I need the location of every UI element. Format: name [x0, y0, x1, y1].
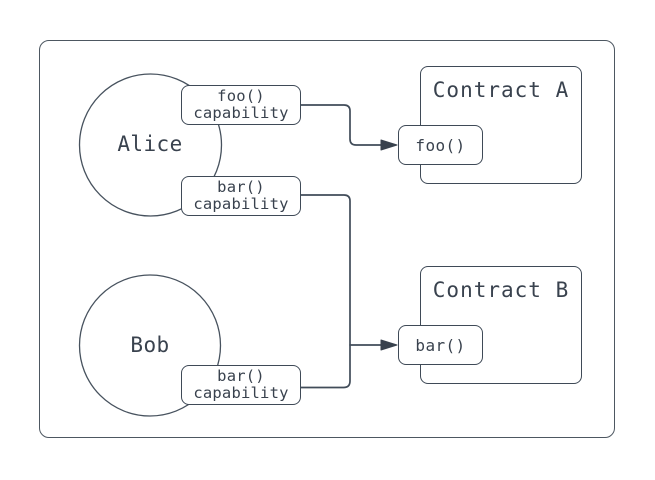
capability-function-label: foo(): [217, 87, 265, 105]
contract-b-box: Contract B: [420, 266, 582, 384]
bar-arrowhead-icon: [380, 339, 398, 351]
outer-boundary: [39, 40, 615, 438]
capability-word-label: capability: [193, 104, 289, 122]
foo-arrowhead-icon: [380, 139, 398, 151]
capability-box-bar-bob: bar() capability: [181, 365, 301, 405]
capability-function-label: bar(): [217, 178, 265, 196]
capability-word-label: capability: [193, 195, 289, 213]
function-box-foo: foo(): [398, 125, 483, 165]
capability-function-label: bar(): [217, 367, 265, 385]
contract-a-title: Contract A: [432, 78, 570, 102]
capability-box-bar-alice: bar() capability: [181, 176, 301, 216]
foo-capability-connector: [299, 104, 382, 146]
actor-alice-label: Alice: [117, 132, 183, 156]
actor-bob-label: Bob: [130, 333, 170, 357]
bar-capability-trunk-connector: [299, 194, 351, 389]
function-box-bar: bar(): [398, 325, 483, 365]
capability-box-foo-alice: foo() capability: [181, 85, 301, 125]
contract-b-title: Contract B: [432, 278, 570, 302]
capability-word-label: capability: [193, 384, 289, 402]
